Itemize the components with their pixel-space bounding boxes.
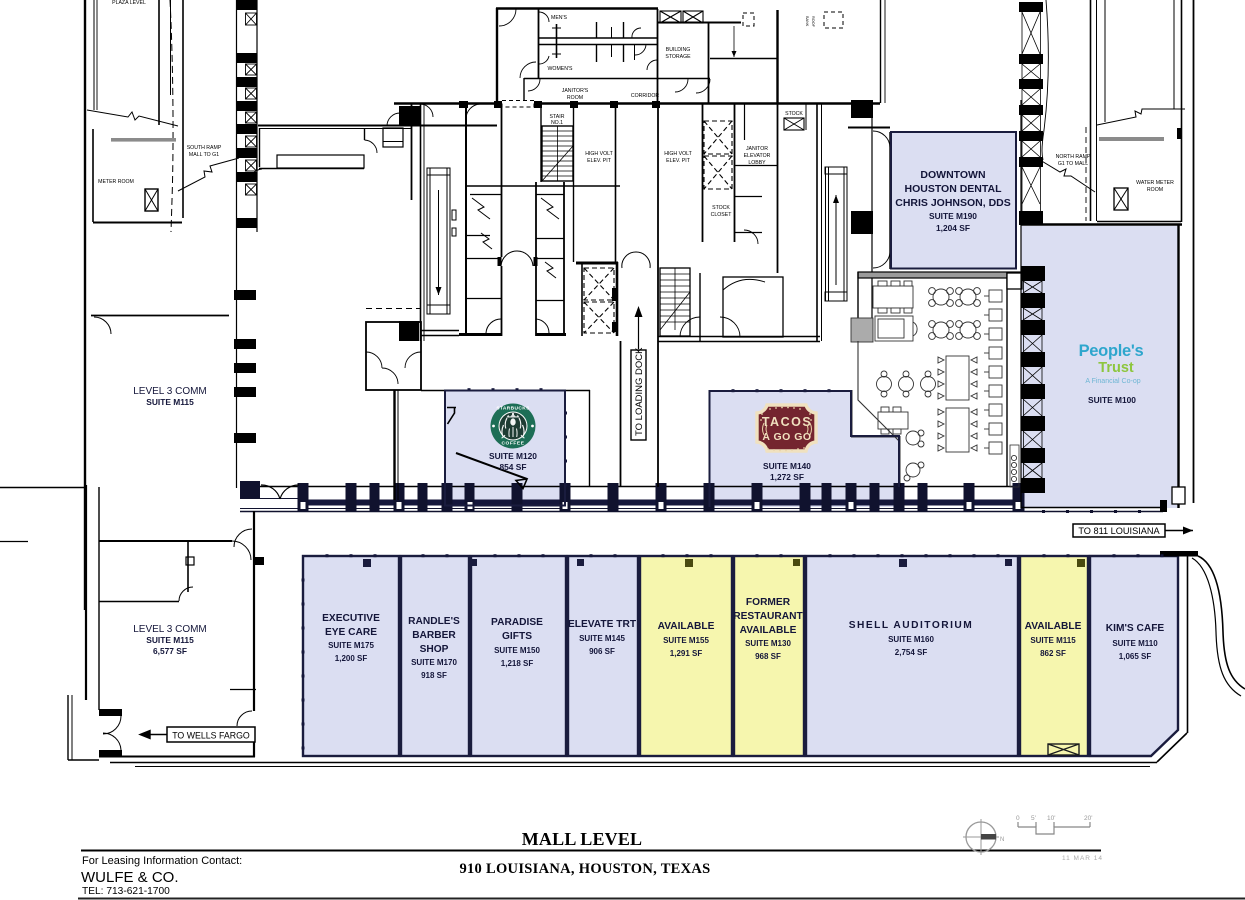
svg-text:STAIR: STAIR (550, 114, 565, 120)
svg-text:RESTAURANT: RESTAURANT (733, 611, 803, 622)
svg-text:ELEV. PIT: ELEV. PIT (666, 158, 691, 164)
svg-text:2,754 SF: 2,754 SF (895, 648, 928, 657)
svg-text:6,577 SF: 6,577 SF (153, 646, 187, 656)
svg-text:EYE CARE: EYE CARE (325, 627, 377, 638)
svg-text:918 SF: 918 SF (421, 671, 447, 680)
svg-text:1,200 SF: 1,200 SF (335, 654, 368, 663)
svg-text:TO 811 LOUISIANA: TO 811 LOUISIANA (1078, 526, 1160, 536)
svg-text:BANK: BANK (805, 16, 809, 27)
svg-text:SUITE M145: SUITE M145 (579, 634, 625, 643)
svg-text:FORMER: FORMER (746, 597, 791, 608)
svg-text:1,218 SF: 1,218 SF (501, 659, 534, 668)
svg-text:JANITOR: JANITOR (746, 146, 768, 152)
svg-text:MALL LEVEL: MALL LEVEL (522, 829, 643, 849)
svg-text:SUITE M115: SUITE M115 (146, 635, 194, 645)
svg-text:LEVEL 3 COMM: LEVEL 3 COMM (133, 386, 207, 397)
svg-text:WATER METER: WATER METER (1136, 180, 1174, 186)
svg-text:CORRIDOR: CORRIDOR (631, 93, 659, 99)
svg-text:ROOM: ROOM (567, 95, 583, 101)
svg-text:ELEVATE TRT: ELEVATE TRT (568, 619, 637, 630)
svg-text:ELEV. PIT: ELEV. PIT (587, 158, 612, 164)
svg-text:NO.1: NO.1 (551, 120, 563, 126)
svg-text:EXECUTIVE: EXECUTIVE (322, 613, 380, 624)
svg-text:NORTH RAMP: NORTH RAMP (1056, 154, 1091, 160)
svg-text:SUITE M115: SUITE M115 (1030, 636, 1076, 645)
svg-text:G1 TO MALL: G1 TO MALL (1058, 161, 1088, 167)
svg-text:SUITE M175: SUITE M175 (328, 641, 374, 650)
svg-text:1,272 SF: 1,272 SF (770, 472, 804, 482)
svg-text:ELEVATOR: ELEVATOR (744, 153, 771, 159)
svg-text:People's: People's (1079, 342, 1144, 360)
svg-text:862 SF: 862 SF (1040, 649, 1066, 658)
svg-text:968 SF: 968 SF (755, 652, 781, 661)
svg-text:KIM'S CAFE: KIM'S CAFE (1106, 623, 1165, 634)
svg-text:TACOS: TACOS (762, 415, 812, 429)
svg-text:WOMEN'S: WOMEN'S (548, 66, 573, 72)
svg-text:STOCK: STOCK (785, 111, 803, 117)
svg-text:WULFE & CO.: WULFE & CO. (81, 869, 179, 886)
svg-text:TO WELLS FARGO: TO WELLS FARGO (172, 731, 250, 741)
svg-text:SUITE M155: SUITE M155 (663, 636, 709, 645)
svg-text:PARADISE: PARADISE (491, 617, 543, 628)
svg-text:5': 5' (1031, 815, 1036, 822)
svg-text:AVAILABLE: AVAILABLE (1025, 621, 1082, 632)
svg-text:ROOM: ROOM (1147, 187, 1163, 193)
svg-text:RANDLE'S: RANDLE'S (408, 616, 460, 627)
svg-text:STOCK: STOCK (712, 205, 730, 211)
svg-text:SUITE M160: SUITE M160 (888, 635, 934, 644)
svg-text:854 SF: 854 SF (499, 462, 526, 472)
svg-text:A GO GO: A GO GO (762, 431, 811, 443)
svg-text:JANITOR'S: JANITOR'S (562, 88, 589, 94)
svg-text:LEVEL 3 COMM: LEVEL 3 COMM (133, 624, 207, 635)
svg-text:For Leasing Information Contac: For Leasing Information Contact: (82, 855, 242, 867)
svg-text:SUITE M140: SUITE M140 (763, 461, 811, 471)
svg-text:MEN'S: MEN'S (551, 15, 568, 21)
svg-text:BUILDING: BUILDING (666, 47, 691, 53)
svg-text:CHRIS JOHNSON, DDS: CHRIS JOHNSON, DDS (895, 197, 1011, 209)
svg-text:TO LOADING DOCK: TO LOADING DOCK (634, 347, 645, 436)
svg-text:0: 0 (1016, 815, 1020, 822)
svg-text:910 LOUISIANA, HOUSTON, TEXAS: 910 LOUISIANA, HOUSTON, TEXAS (459, 861, 710, 877)
svg-text:SUITE M170: SUITE M170 (411, 658, 457, 667)
svg-text:CLOSET: CLOSET (711, 212, 733, 218)
svg-text:906 SF: 906 SF (589, 647, 615, 656)
svg-text:SUITE M120: SUITE M120 (489, 451, 537, 461)
svg-text:SUITE M150: SUITE M150 (494, 646, 540, 655)
svg-text:1,291 SF: 1,291 SF (670, 649, 703, 658)
svg-text:MALL TO G1: MALL TO G1 (189, 152, 219, 158)
svg-text:PLAZA LEVEL: PLAZA LEVEL (112, 0, 146, 6)
svg-text:N: N (1000, 837, 1004, 843)
svg-text:GIFTS: GIFTS (502, 631, 532, 642)
svg-text:STORAGE: STORAGE (665, 54, 691, 60)
svg-text:20': 20' (1084, 815, 1092, 822)
svg-text:SUITE M190: SUITE M190 (929, 211, 977, 221)
svg-text:METER ROOM: METER ROOM (98, 179, 134, 185)
svg-text:HIGH VOLT: HIGH VOLT (585, 151, 613, 157)
svg-text:AVAILABLE: AVAILABLE (658, 621, 715, 632)
svg-text:BARBER: BARBER (412, 630, 456, 641)
svg-text:COFFEE: COFFEE (501, 441, 524, 447)
svg-text:1,204 SF: 1,204 SF (936, 223, 970, 233)
svg-text:AVAILABLE: AVAILABLE (740, 625, 797, 636)
svg-text:1,065 SF: 1,065 SF (1119, 652, 1152, 661)
svg-text:LOBBY: LOBBY (748, 160, 766, 166)
svg-text:SHOP: SHOP (420, 644, 449, 655)
svg-text:SUITE M115: SUITE M115 (146, 397, 194, 407)
svg-text:A Financial Co-op: A Financial Co-op (1085, 378, 1140, 385)
svg-text:DOWNTOWN: DOWNTOWN (920, 169, 985, 181)
svg-text:SOUTH RAMP: SOUTH RAMP (187, 145, 222, 151)
svg-text:STARBUCKS: STARBUCKS (496, 406, 530, 412)
svg-text:ROOF: ROOF (811, 16, 815, 28)
svg-text:Trust: Trust (1098, 360, 1134, 376)
svg-text:HOUSTON DENTAL: HOUSTON DENTAL (904, 183, 1002, 195)
svg-text:HIGH VOLT: HIGH VOLT (664, 151, 692, 157)
svg-text:SHELL AUDITORIUM: SHELL AUDITORIUM (849, 620, 974, 631)
svg-text:11 MAR 14: 11 MAR 14 (1062, 855, 1103, 862)
svg-text:SUITE M100: SUITE M100 (1088, 395, 1136, 405)
svg-text:SUITE M110: SUITE M110 (1112, 639, 1158, 648)
svg-text:TEL: 713-621-1700: TEL: 713-621-1700 (82, 886, 170, 897)
svg-text:10': 10' (1047, 815, 1055, 822)
svg-text:SUITE M130: SUITE M130 (745, 639, 791, 648)
